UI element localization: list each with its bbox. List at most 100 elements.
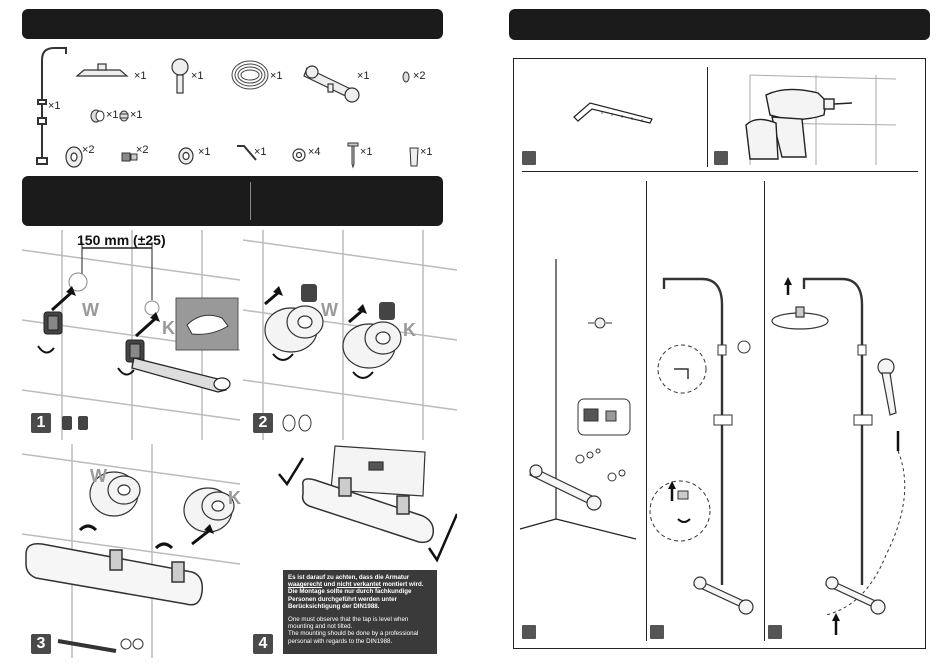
right-step-d-marker <box>650 625 664 639</box>
holder-icon-b <box>119 110 129 122</box>
arrow-up-warm <box>50 290 74 312</box>
big-washer-icon <box>65 146 83 168</box>
step-2-panel: W K 2 <box>242 230 458 440</box>
warm-hole <box>68 272 88 292</box>
head-shower-icon <box>75 63 129 77</box>
cold-label-2: K <box>403 320 416 340</box>
note-en-line1: One must observe that the tap is level w… <box>288 616 409 624</box>
shower-rail-icon <box>36 47 67 165</box>
note-de-and: und <box>322 581 337 589</box>
hand-shower-icon <box>171 58 189 94</box>
note-de-line5: Berücksichtigung der DIN1988. <box>288 602 380 610</box>
warm-label-1: W <box>82 300 99 320</box>
rotate-arrow-cold <box>117 367 135 376</box>
parts-illustration <box>36 47 419 169</box>
qty-dowel: ×1 <box>420 146 433 158</box>
qty-connector: ×2 <box>136 144 149 156</box>
elbow-connector-cold <box>125 339 145 363</box>
parts-header-bar <box>22 9 443 39</box>
thermostat-body <box>25 542 204 606</box>
shower-complete-illustration <box>771 277 906 635</box>
check-mark-right <box>427 513 459 563</box>
step-1-parts-icon <box>62 416 88 430</box>
rotate-arrow-warm <box>37 345 55 354</box>
qty-holder-a: ×1 <box>106 109 119 121</box>
step-4-number: 4 <box>253 634 273 654</box>
allen-key-icon <box>237 145 257 161</box>
top-row-divider <box>707 67 708 167</box>
qty-thermostat: ×1 <box>357 70 370 82</box>
qty-screw: ×1 <box>360 146 373 158</box>
spirit-level-icon <box>330 445 426 497</box>
distance-label: 150 mm (±25) <box>77 232 166 248</box>
bottom-divider-2 <box>764 181 765 641</box>
qty-handshower: ×1 <box>191 70 204 82</box>
step-1-number: 1 <box>31 413 51 433</box>
rosette-cold <box>342 321 402 369</box>
right-step-c-marker <box>522 625 536 639</box>
holder-icon-a <box>90 109 105 123</box>
qty-clamp: ×1 <box>198 146 211 158</box>
cold-hole <box>144 300 160 316</box>
cold-label-3: K <box>228 488 241 508</box>
installation-note: Es ist darauf zu achten, dass die Armatu… <box>283 570 437 654</box>
ruler-illustration <box>573 102 653 124</box>
step-1-illustration <box>21 230 241 440</box>
mount-thermostat-illustration <box>519 259 637 540</box>
hose-icon <box>231 60 269 90</box>
clamp-icon <box>178 147 194 165</box>
hand-shower-mounted <box>877 358 897 416</box>
note-de-mounted: montiert wird. <box>380 581 424 589</box>
mounted-rosette-warm <box>89 471 141 517</box>
drill-illustration <box>745 74 897 165</box>
row-divider <box>522 171 918 172</box>
step-4-illustration <box>278 445 459 563</box>
cold-label-1: K <box>162 318 175 338</box>
parts-list: ×1 ×1 ×1 ×1 ×1 ×2 ×1 ×1 ×2 ×2 ×1 ×1 ×4 ×… <box>22 40 443 170</box>
step-3-parts-icon <box>57 638 144 653</box>
check-mark-left <box>278 457 305 487</box>
mounted-rosette-cold <box>183 487 235 533</box>
warm-label-3: W <box>90 466 107 486</box>
steps-header-bar <box>22 176 443 226</box>
qty-hose: ×1 <box>270 70 283 82</box>
note-de-not: nicht verkantet <box>336 581 381 589</box>
qty-big-washer: ×2 <box>82 144 95 156</box>
hand-icon <box>186 314 229 335</box>
connector-detail-bubble <box>577 398 631 436</box>
note-de-line3: Die Montage sollte nur durch fachkundige <box>288 588 412 596</box>
note-en-line4: personal with regards to the DIN1988. <box>288 637 393 645</box>
qty-rail: ×1 <box>48 100 61 112</box>
qty-nut: ×2 <box>413 70 426 82</box>
wrench-icon <box>131 357 231 393</box>
small-washer-icon <box>292 148 306 162</box>
step-1-panel: 150 mm (±25) W K 1 <box>21 230 241 440</box>
note-de-line1: Es ist darauf zu achten, dass die Armatu… <box>288 574 410 581</box>
note-de-level: waagerecht <box>288 581 323 589</box>
bottom-divider-1 <box>646 181 647 641</box>
right-step-e-marker <box>768 625 782 639</box>
rosette-warm <box>264 305 324 353</box>
header-divider <box>250 182 251 220</box>
warm-label-2: W <box>321 300 338 320</box>
right-header-bar <box>509 9 930 40</box>
arrow-up-cold <box>134 316 158 338</box>
step-4-panel: Es ist darauf zu achten, dass die Armatu… <box>243 444 459 658</box>
thermostat-icon <box>303 65 360 103</box>
step-2-number: 2 <box>253 413 273 433</box>
qty-headshower: ×1 <box>134 70 147 82</box>
right-step-a-marker <box>522 151 536 165</box>
screw-icon <box>347 142 359 169</box>
connector-icon <box>121 152 138 162</box>
step-2-illustration <box>242 230 458 440</box>
qty-allen-key: ×1 <box>254 146 267 158</box>
qty-holder-b: ×1 <box>130 109 143 121</box>
rail-assembly-illustration <box>649 277 754 615</box>
head-shower-mounted <box>771 306 829 330</box>
note-de-line4: Personen durchgeführt werden unter <box>288 595 397 603</box>
step-3-panel: W K 3 <box>21 444 241 658</box>
qty-small-washer: ×4 <box>308 146 321 158</box>
elbow-connector-warm <box>43 311 63 335</box>
step-3-illustration <box>21 444 241 658</box>
note-en-line2: mounting and not tilted. <box>288 623 353 631</box>
